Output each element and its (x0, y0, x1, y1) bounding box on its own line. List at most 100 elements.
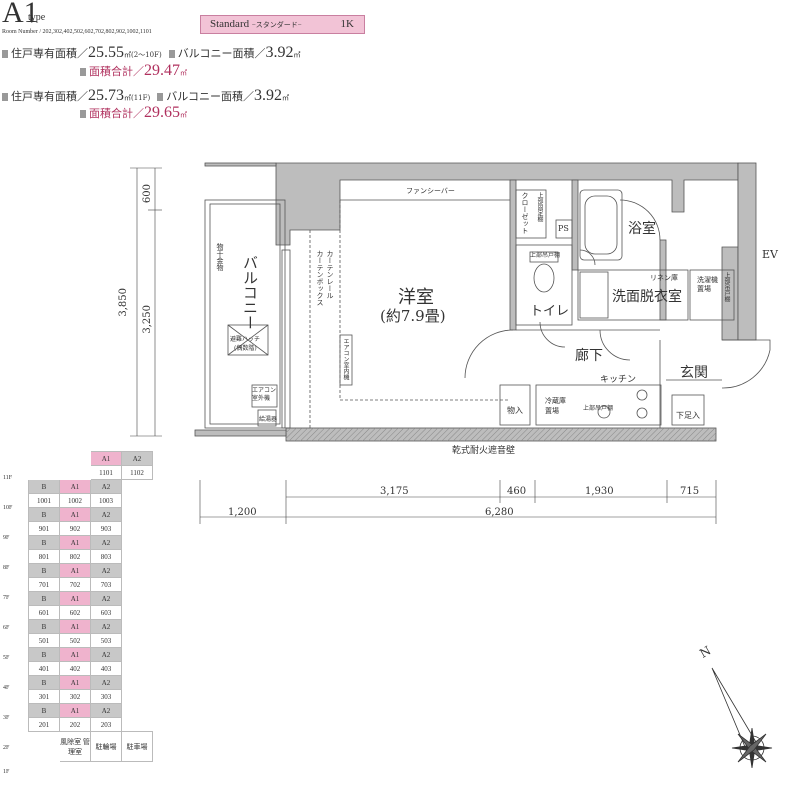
ground-facility-cell: 駐車場 (121, 731, 153, 762)
linen-label: リネン庫 (650, 274, 678, 282)
bullet-square (80, 110, 86, 118)
balcony-area-unit: ㎡ (293, 51, 301, 59)
dim-600: 600 (142, 184, 153, 204)
fridge-label: 冷蔵庫置場 (545, 397, 566, 415)
upper-shelf-label: 上部固定棚 (536, 192, 543, 222)
layout-label: 1K (340, 18, 354, 30)
curtain-rail-label: カーテンレール (326, 250, 334, 299)
upper-cabinet-label: 上部吊戸棚 (530, 252, 561, 259)
balcony-area-value: 3.92 (265, 44, 294, 61)
unit-type-cell: A2 (90, 675, 122, 690)
living-area-unit: ㎡(2〜10F) (124, 51, 162, 59)
unit-number-cell: 901 (28, 521, 60, 536)
unit-number-cell: 401 (28, 661, 60, 676)
water-heater-label: 給湯器 (259, 416, 278, 423)
dim-3175: 3,175 (380, 486, 409, 497)
unit-number-cell: 701 (28, 577, 60, 592)
upper-cabinet3-label: 上部吊戸棚 (583, 405, 614, 412)
unit-number-cell: 601 (28, 605, 60, 620)
dim-6280: 6,280 (485, 507, 514, 518)
bathtub (579, 189, 623, 261)
unit-number-cell: 301 (28, 689, 60, 704)
washer-box (689, 269, 735, 321)
floor-label: 4F (3, 685, 10, 691)
unit-type-cell: A2 (90, 647, 122, 662)
unit-number-cell: 903 (90, 521, 122, 536)
unit-type-cell: B (28, 507, 60, 522)
floor-label: 2F (3, 745, 10, 751)
washer-label: 洗濯機置場 (697, 276, 718, 293)
floor-label: 5F (3, 655, 10, 661)
western-room-size: (約7.9畳) (380, 307, 446, 325)
floor-label: 8F (3, 565, 10, 571)
floor-label: 3F (3, 715, 10, 721)
unit-type-cell: B (28, 675, 60, 690)
living-area-unit: ㎡(11F) (124, 94, 151, 102)
shoe-box (671, 394, 705, 426)
unit-number-cell (59, 465, 91, 480)
unit-type-cell: B (28, 479, 60, 494)
total-area-label: 面積合計／ (89, 65, 144, 78)
door-arc-room (464, 329, 514, 379)
bullet-square (2, 93, 8, 101)
bath-label: 浴室 (628, 221, 656, 237)
unit-type-cell: A1 (59, 507, 91, 522)
fire-wall (286, 428, 716, 441)
unit-number-cell: 302 (59, 689, 91, 704)
aircon-indoor-label: エアコン室内機 (342, 338, 349, 380)
floor-label: 9F (3, 535, 10, 541)
unit-type-cell: B (28, 619, 60, 634)
unit-number-cell: 1102 (121, 465, 153, 480)
toilet-bowl (533, 263, 555, 293)
balcony-area-label: バルコニー面積／ (166, 90, 255, 103)
dim-1200: 1,200 (228, 507, 257, 518)
unit-number-cell: 902 (59, 521, 91, 536)
unit-number-cell: 202 (59, 717, 91, 732)
aircon-outdoor-label: エアコン室外機 (252, 387, 277, 402)
bullet-square (80, 68, 86, 76)
ground-facility-cell: 風除室 管理室 (59, 731, 91, 762)
unit-type-cell: A2 (90, 507, 122, 522)
area-row-2: 住戸専有面積／25.73㎡(11F) バルコニー面積／3.92㎡ (2, 87, 289, 105)
living-area-value: 25.73 (88, 87, 124, 104)
western-room-label: 洋室 (398, 287, 434, 308)
standard-kana: −スタンダード− (251, 21, 302, 29)
unit-type-cell: A1 (59, 703, 91, 718)
unit-number-cell: 1003 (90, 493, 122, 508)
unit-type-cell: A2 (90, 619, 122, 634)
hallway-label: 廊下 (575, 348, 603, 364)
unit-number-cell: 402 (59, 661, 91, 676)
unit-type-cell: B (28, 703, 60, 718)
unit-type-cell: A1 (59, 675, 91, 690)
total-area-row-2: 面積合計／29.65㎡ (80, 104, 187, 122)
floor-label: 11F (3, 475, 13, 481)
unit-type-cell (59, 451, 91, 466)
room-number-list: Room Number / 202,302,402,502,602,702,80… (2, 29, 152, 35)
dimension-lines (130, 167, 717, 524)
unit-type-cell: A1 (90, 451, 122, 466)
dim-3250: 3,250 (142, 305, 153, 334)
unit-number-cell: 303 (90, 689, 122, 704)
unit-number-cell: 803 (90, 549, 122, 564)
kitchen-label: キッチン (600, 375, 637, 385)
balcony-label: バルコニー (241, 255, 259, 330)
closet-label: クローゼット (521, 192, 529, 234)
total-area-unit: ㎡ (180, 111, 187, 119)
total-area-row-1: 面積合計／29.47㎡ (80, 62, 187, 80)
balcony-area-value: 3.92 (254, 87, 283, 104)
unit-type-cell: A2 (90, 591, 122, 606)
entrance-door (721, 339, 771, 389)
living-area-label: 住戸専有面積／ (11, 47, 88, 60)
unit-type-cell: A2 (121, 451, 153, 466)
storage-label: 物入 (507, 406, 523, 415)
washroom-label: 洗面脱衣室 (612, 289, 682, 305)
